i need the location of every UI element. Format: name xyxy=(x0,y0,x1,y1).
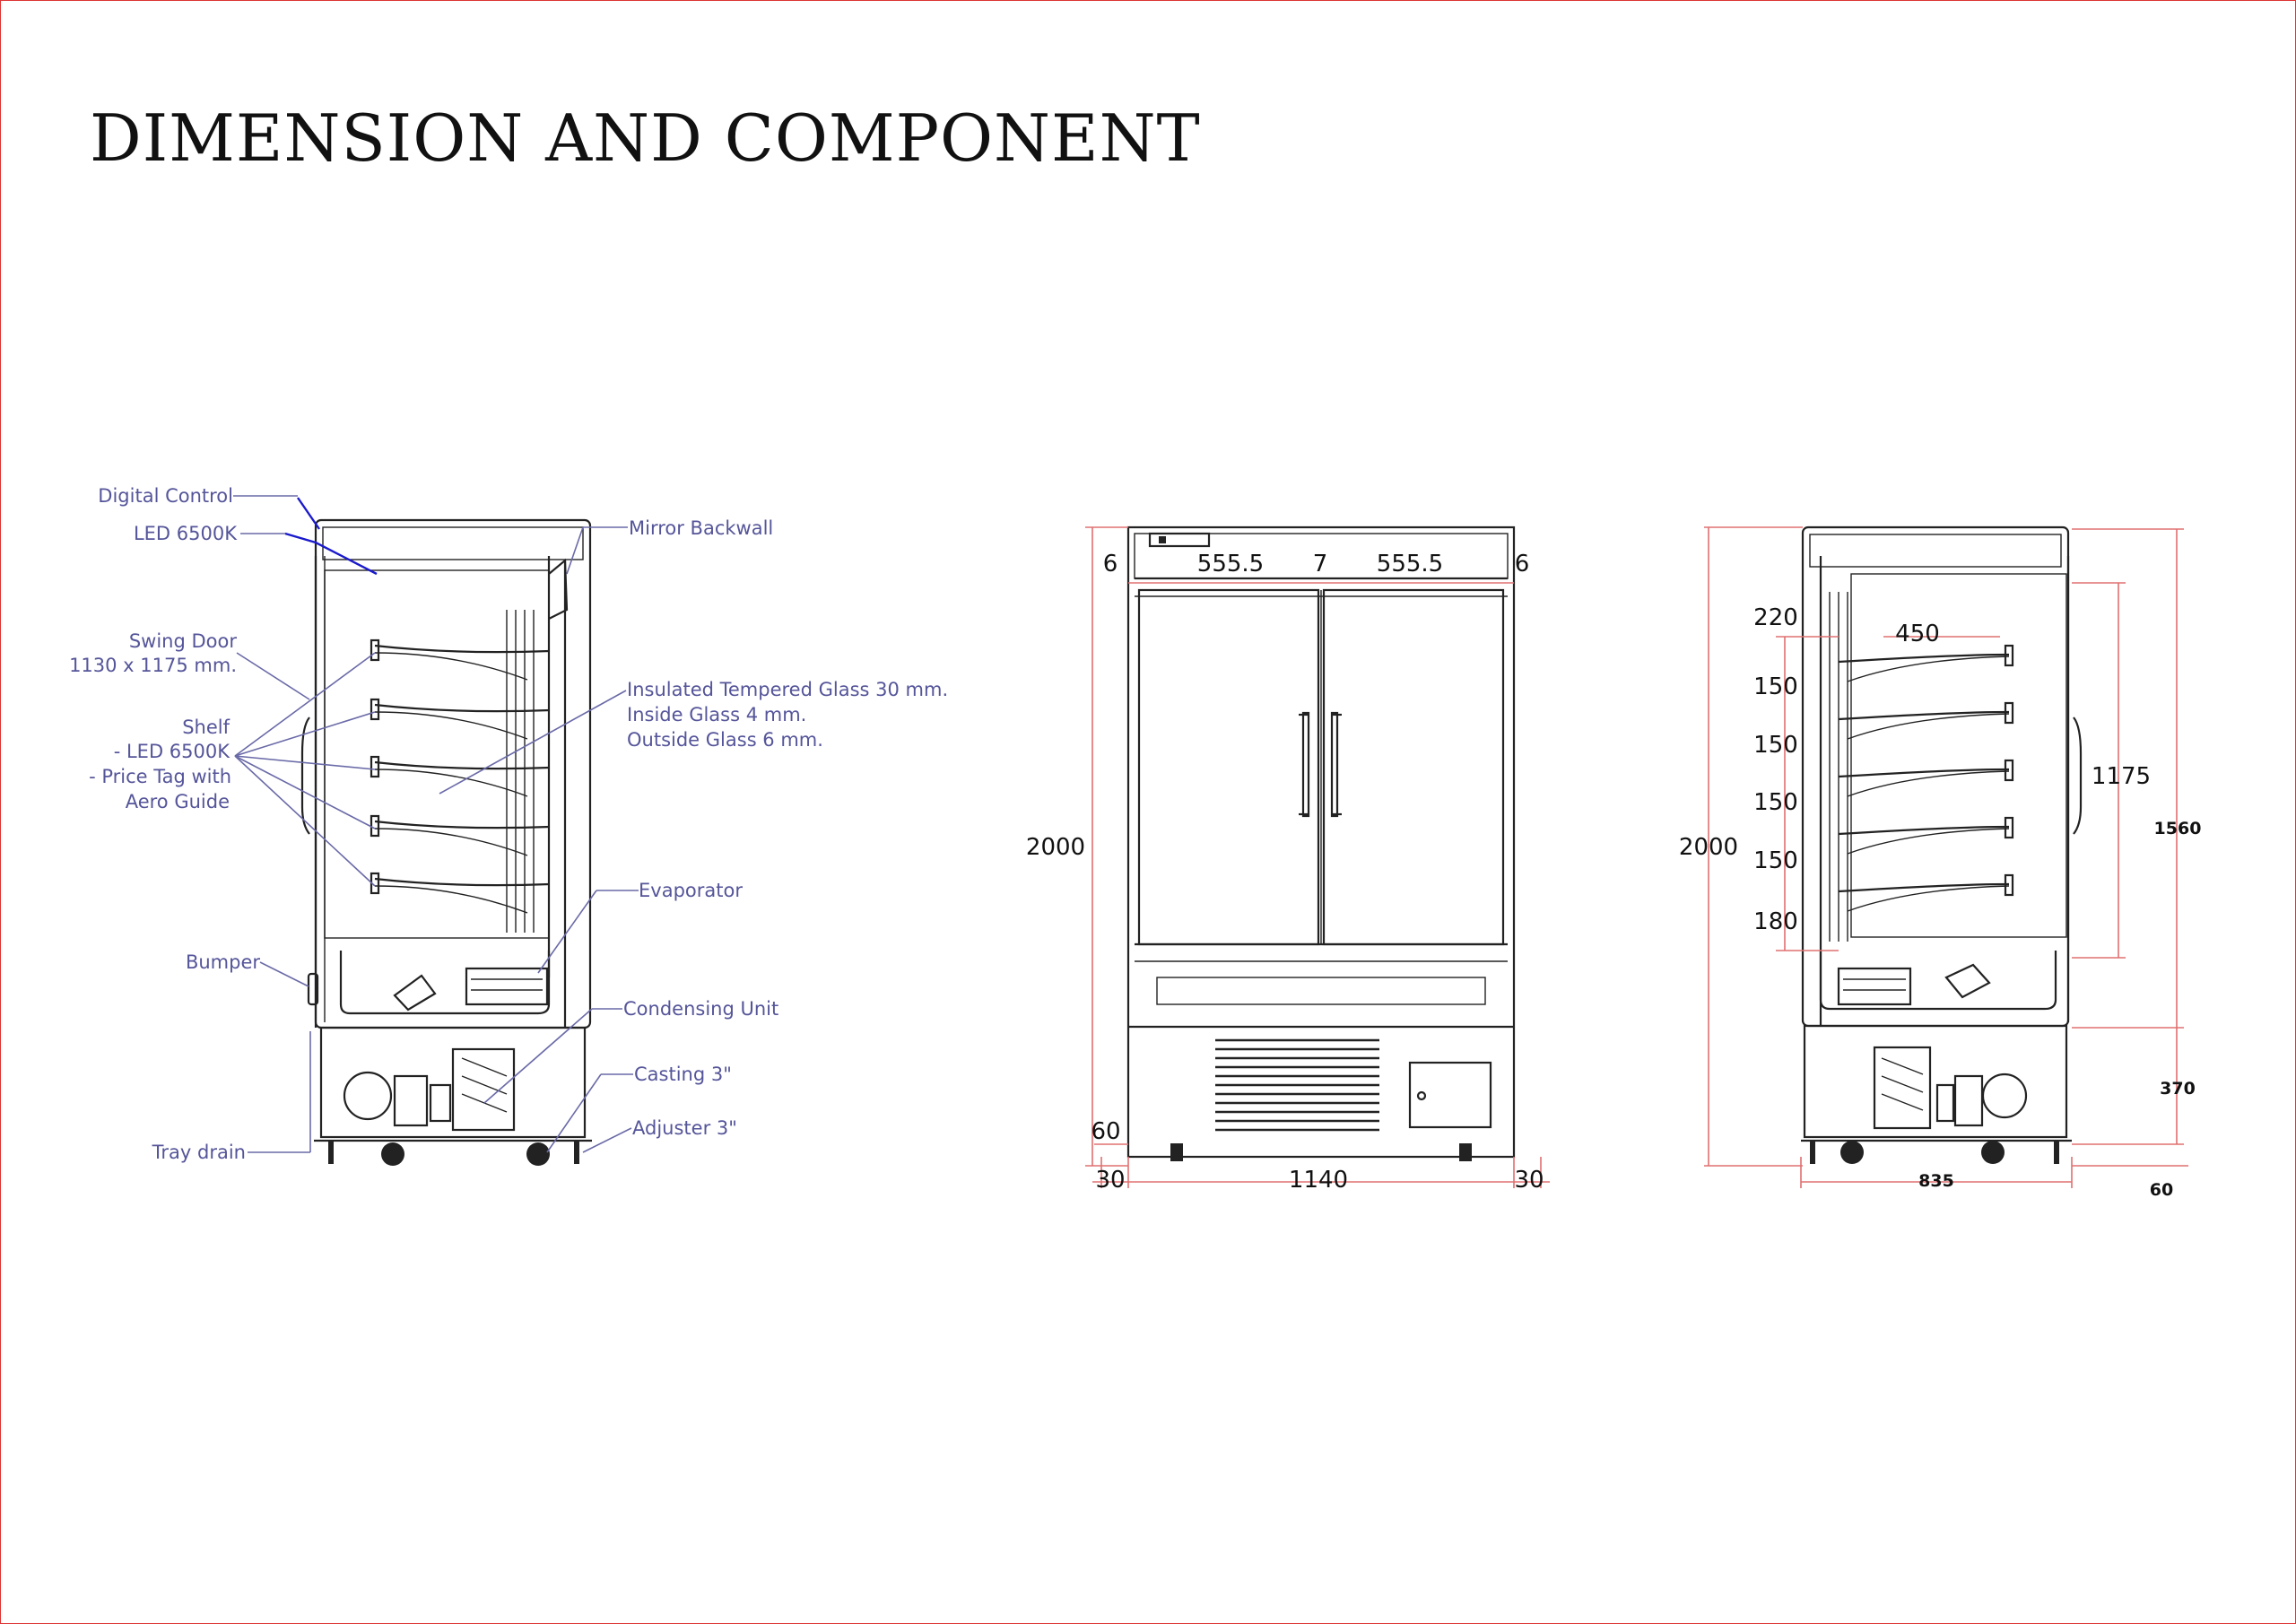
label-tray-drain: Tray drain xyxy=(152,1142,246,1163)
shelf xyxy=(1838,768,2010,778)
dim-side-display-height: 1560 xyxy=(2154,819,2202,838)
door-handle-left xyxy=(1301,711,1310,818)
label-bumper: Bumper xyxy=(186,951,260,973)
vent-grille xyxy=(1215,1038,1379,1132)
label-shelf-price-tag: - Price Tag with xyxy=(89,766,231,787)
digital-control-panel xyxy=(1148,532,1211,548)
dim-side-base-height: 370 xyxy=(2160,1079,2196,1099)
led-leader xyxy=(284,532,378,576)
shelves xyxy=(370,638,551,914)
side-dimensions: 220 450 150 150 150 150 180 1175 1560 20… xyxy=(1679,526,2202,1200)
door-handle-right xyxy=(1330,711,1339,818)
shelf xyxy=(1838,825,2010,836)
dim-side-shelf-depth: 450 xyxy=(1895,621,1940,647)
component-section-view xyxy=(284,497,592,1166)
label-glass: Insulated Tempered Glass 30 mm. xyxy=(627,679,948,700)
shelf xyxy=(374,877,551,887)
compressor xyxy=(343,1071,393,1121)
dim-side-shelf-gap-2: 150 xyxy=(1753,732,1798,759)
shelf xyxy=(374,820,551,829)
label-led: LED 6500K xyxy=(134,523,238,544)
label-swing-door: Swing Door xyxy=(129,630,238,652)
callout-labels: Digital Control LED 6500K Swing Door 113… xyxy=(69,485,948,1163)
label-casting: Casting 3" xyxy=(634,1064,732,1085)
dim-front-margin-left: 30 xyxy=(1095,1167,1125,1194)
dim-front-center-gap: 7 xyxy=(1313,551,1328,578)
dim-side-shelf-gap-3: 150 xyxy=(1753,789,1798,816)
dim-front-width: 1140 xyxy=(1289,1167,1348,1194)
dim-side-top-gap: 220 xyxy=(1753,604,1798,631)
label-inside-glass: Inside Glass 4 mm. xyxy=(627,704,806,725)
label-digital-control: Digital Control xyxy=(98,485,233,507)
shelf xyxy=(1838,653,2010,664)
side-shelves xyxy=(1838,644,2014,912)
dim-side-height: 2000 xyxy=(1679,834,1738,861)
caster-wheel xyxy=(526,1142,550,1166)
front-foot-left xyxy=(1170,1143,1183,1161)
side-base xyxy=(1803,1024,2068,1139)
label-condensing-unit: Condensing Unit xyxy=(623,998,778,1020)
side-view xyxy=(1801,525,2083,1164)
dim-front-door-width-left: 555.5 xyxy=(1197,551,1264,578)
dim-front-side-gap-right: 6 xyxy=(1515,551,1530,578)
dim-side-depth: 835 xyxy=(1918,1171,1954,1191)
dim-side-bottom-gap: 180 xyxy=(1753,908,1798,935)
dim-side-door-height: 1175 xyxy=(2092,763,2151,790)
shelf xyxy=(1838,710,2010,721)
door-handle-arc xyxy=(300,716,310,835)
callout-leaders xyxy=(233,495,639,1153)
shelf xyxy=(1838,882,2010,893)
label-swing-door-size: 1130 x 1175 mm. xyxy=(69,655,237,676)
dim-front-door-width-right: 555.5 xyxy=(1377,551,1443,578)
drip-tray xyxy=(339,951,551,1015)
digital-control-leader xyxy=(297,497,320,530)
label-shelf: Shelf xyxy=(182,716,230,738)
front-cabinet-outline xyxy=(1126,525,1516,1159)
top-canopy xyxy=(322,526,584,560)
label-evaporator: Evaporator xyxy=(639,880,743,901)
dim-front-margin-right: 30 xyxy=(1514,1167,1544,1194)
evaporator-coil xyxy=(465,967,549,1006)
dim-side-foot-height: 60 xyxy=(2150,1180,2173,1200)
side-inner-cavity xyxy=(1850,573,2067,938)
adjuster-foot xyxy=(328,1141,334,1164)
base-compartment xyxy=(319,1026,587,1139)
label-mirror-backwall: Mirror Backwall xyxy=(629,517,773,539)
shelf xyxy=(374,644,551,654)
shelf xyxy=(374,703,551,713)
dim-side-shelf-gap-1: 150 xyxy=(1753,673,1798,700)
dim-side-shelf-gap-4: 150 xyxy=(1753,847,1798,874)
bumper xyxy=(307,972,319,1006)
dim-front-side-gap-left: 6 xyxy=(1103,551,1118,578)
label-outside-glass: Outside Glass 6 mm. xyxy=(627,729,823,751)
caster-wheel xyxy=(381,1142,404,1166)
front-door-right xyxy=(1322,588,1505,946)
front-foot-right xyxy=(1459,1143,1472,1161)
access-panel xyxy=(1408,1061,1492,1129)
fan-unit xyxy=(393,974,437,1012)
dim-front-height: 2000 xyxy=(1026,834,1085,861)
label-shelf-aero-guide: Aero Guide xyxy=(126,791,230,812)
front-door-left xyxy=(1137,588,1320,946)
shelf xyxy=(374,760,551,770)
label-adjuster: Adjuster 3" xyxy=(632,1117,737,1139)
label-shelf-led: - LED 6500K xyxy=(114,741,231,762)
front-view xyxy=(1126,525,1516,1161)
condenser-coil xyxy=(451,1047,516,1132)
front-dimensions: 6 555.5 7 555.5 6 2000 60 30 1140 30 xyxy=(1026,526,1550,1194)
page-title: DIMENSION AND COMPONENT xyxy=(90,100,1201,176)
adjuster-foot xyxy=(574,1141,579,1164)
dim-front-foot-height: 60 xyxy=(1091,1118,1120,1145)
